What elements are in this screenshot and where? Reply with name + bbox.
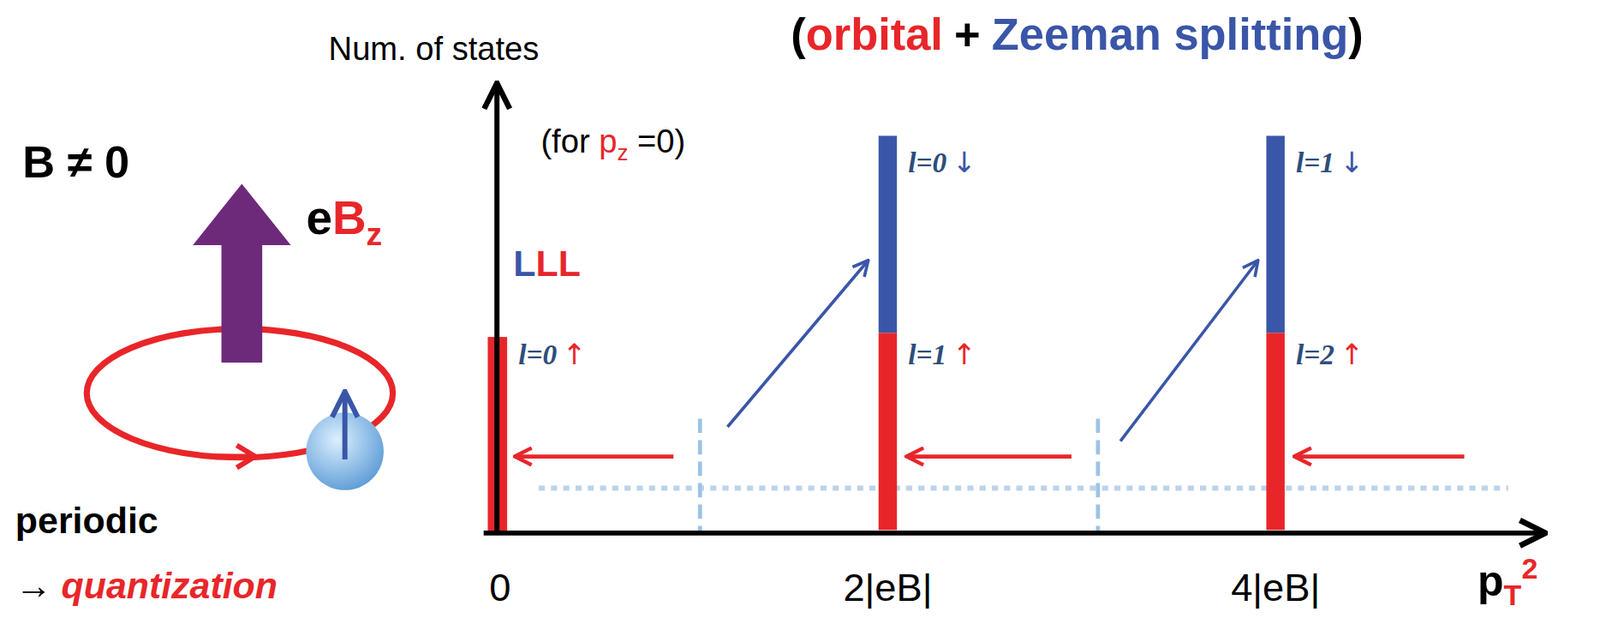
- text-label: p: [1477, 555, 1505, 604]
- text-label: l=0: [518, 339, 557, 371]
- text-line: l=0↓: [907, 149, 977, 178]
- text-line: →quantization: [15, 567, 278, 604]
- text-label: +: [954, 9, 981, 60]
- text-line: eBz: [305, 193, 383, 241]
- dashed-guide: [698, 417, 703, 531]
- text-label: p: [598, 122, 617, 160]
- spin-arrow-label: ↑: [1340, 337, 1365, 371]
- orbital-shift-arrow: [516, 453, 674, 459]
- text-line: l=2↑: [1295, 340, 1365, 370]
- text-label: periodic: [15, 499, 159, 542]
- text-label: =0): [637, 122, 686, 160]
- spin-arrow-label: ↓: [952, 145, 977, 180]
- text-label: B ≠ 0: [22, 137, 130, 187]
- zeeman-shift-arrow: [727, 261, 867, 427]
- text-line: l=1↓: [1295, 149, 1365, 178]
- level-bar-spin-down: [1265, 135, 1284, 333]
- text-line: l=1↑: [907, 340, 977, 370]
- level-bar-spin-down: [878, 135, 897, 333]
- spin-arrow-label: ↓: [1340, 145, 1365, 180]
- text-label: (: [790, 9, 806, 60]
- text-line: pT2: [1477, 559, 1538, 603]
- text-label: 2|eB|: [842, 565, 932, 609]
- spin-arrow-label: ↑: [562, 337, 587, 371]
- dotted-guide: [538, 484, 1509, 490]
- index-label: z: [616, 139, 628, 166]
- y-axis: [494, 85, 500, 533]
- text-line: l=0↑: [518, 340, 587, 370]
- level-bar-spin-up: [878, 332, 897, 530]
- text-label: Zeeman splitting: [991, 9, 1349, 60]
- text-line: B ≠ 0: [22, 139, 130, 185]
- text-label: ): [1348, 9, 1363, 60]
- dashed-guide: [1095, 417, 1100, 531]
- text-line: 4|eB|: [1230, 567, 1320, 606]
- text-label: (for: [540, 122, 590, 160]
- text-label: Num. of states: [328, 30, 540, 68]
- text-label: 0: [489, 565, 511, 609]
- field-arrow: [192, 183, 291, 362]
- text-label: 4|eB|: [1230, 565, 1320, 609]
- text-label: →: [15, 564, 53, 607]
- text-label: l=1: [1295, 147, 1335, 180]
- index-label: z: [365, 215, 383, 252]
- text-line: (orbital+Zeeman splitting): [790, 11, 1363, 57]
- text-label: l=1: [907, 339, 947, 371]
- text-line: periodic: [15, 501, 159, 539]
- text-label: e: [305, 191, 332, 245]
- text-line: 0: [489, 567, 511, 606]
- text-label: LL: [535, 241, 580, 284]
- spin-arrow: [342, 394, 348, 460]
- orbit-arrow: [208, 444, 256, 467]
- text-line: (forpz=0): [540, 124, 686, 157]
- text-line: 2|eB|: [842, 567, 932, 606]
- x-axis: [483, 530, 1544, 536]
- zeeman-shift-arrow: [1120, 261, 1258, 442]
- text-label: orbital: [805, 9, 944, 60]
- text-line: LLL: [513, 244, 581, 282]
- text-label: B: [332, 191, 367, 245]
- index-label: T: [1504, 578, 1523, 611]
- orbital-shift-arrow: [1295, 453, 1465, 459]
- text-line: Num. of states: [328, 32, 540, 66]
- text-label: l=0: [907, 147, 947, 180]
- text-label: quantization: [60, 564, 278, 607]
- level-bar-spin-up: [1265, 332, 1284, 530]
- text-label: l=2: [1295, 339, 1335, 371]
- spin-arrow-label: ↑: [952, 337, 977, 371]
- index-label: 2: [1521, 552, 1538, 586]
- text-label: L: [513, 241, 536, 284]
- orbital-shift-arrow: [907, 453, 1072, 459]
